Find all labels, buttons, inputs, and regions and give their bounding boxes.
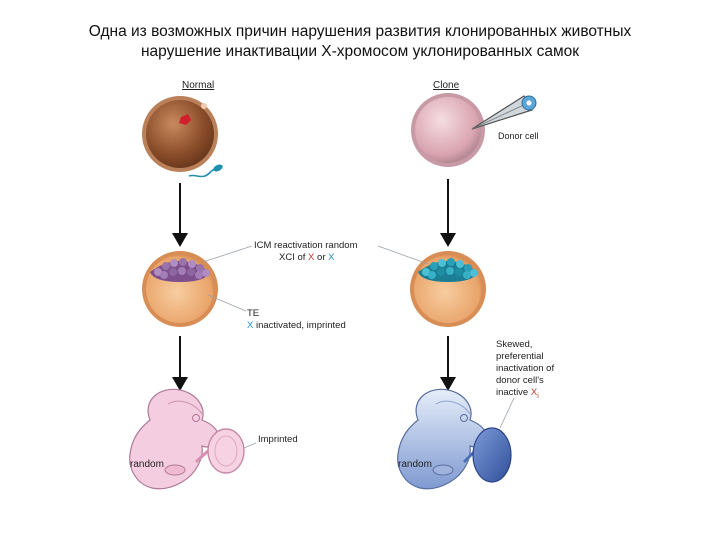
clone-column-header: Clone xyxy=(433,80,460,91)
icm-pointer-left xyxy=(202,245,253,263)
icm-pointer-right xyxy=(377,245,429,265)
clone-blastocyst xyxy=(410,251,486,327)
nucleus-icon xyxy=(179,114,191,125)
skewed-sub: i xyxy=(537,392,539,400)
clone-icm-cells xyxy=(418,258,478,282)
skewed-pointer xyxy=(499,397,515,429)
normal-arrow-1 xyxy=(172,183,188,247)
normal-column-header: Normal xyxy=(182,80,214,91)
te-rest: inactivated, imprinted xyxy=(253,320,346,331)
imprinted-pointer xyxy=(243,442,257,449)
te-label-line-2: X inactivated, imprinted xyxy=(247,320,346,331)
skewed-label: Skewed, preferential inactivation of don… xyxy=(496,339,554,403)
skewed-line-3: inactivation of xyxy=(496,363,555,374)
skewed-prefix: inactive xyxy=(496,387,531,398)
skewed-line-1: Skewed, xyxy=(496,339,533,350)
imprinted-label: Imprinted xyxy=(258,434,298,445)
icm-label-line-2: XCI of X or X xyxy=(279,252,334,263)
clone-arrow-2 xyxy=(440,336,456,391)
title-line-2: нарушение инактивации Х-хромосом уклонир… xyxy=(140,43,579,60)
te-label-line-1: TE xyxy=(247,308,260,319)
clone-fetus xyxy=(397,388,488,490)
skewed-x: X xyxy=(530,387,538,398)
skewed-line-4: donor cell's xyxy=(496,375,544,386)
sperm-icon xyxy=(188,164,223,178)
random-label-right: random xyxy=(398,459,432,470)
pointer-lines xyxy=(202,245,515,449)
te-x: X xyxy=(247,320,254,331)
title-line-1: Одна из возможных причин нарушения разви… xyxy=(88,23,632,40)
clone-arrow-1 xyxy=(440,179,456,247)
random-label-left: random xyxy=(130,459,164,470)
normal-placenta xyxy=(207,428,245,474)
donor-cell-label: Donor cell xyxy=(498,131,539,141)
te-pointer xyxy=(207,294,247,312)
clone-placenta xyxy=(472,427,512,483)
normal-blastocyst xyxy=(142,251,218,327)
normal-icm-cells xyxy=(150,258,210,282)
skewed-line-2: preferential xyxy=(496,351,544,362)
icm-label-prefix: XCI of xyxy=(279,252,309,263)
normal-fetus xyxy=(129,388,223,490)
icm-label-line-1: ICM reactivation random xyxy=(254,240,358,251)
normal-oocyte xyxy=(142,96,218,172)
clone-oocyte xyxy=(411,93,485,167)
icm-or: or xyxy=(314,252,329,263)
icm-x1: X xyxy=(308,252,315,263)
micropipette-icon xyxy=(471,95,537,130)
slide-title: Одна из возможных причин нарушения разви… xyxy=(0,22,720,62)
skewed-line-5: inactive Xi xyxy=(496,387,554,403)
icm-x2: X xyxy=(328,252,335,263)
normal-arrow-2 xyxy=(172,336,188,391)
